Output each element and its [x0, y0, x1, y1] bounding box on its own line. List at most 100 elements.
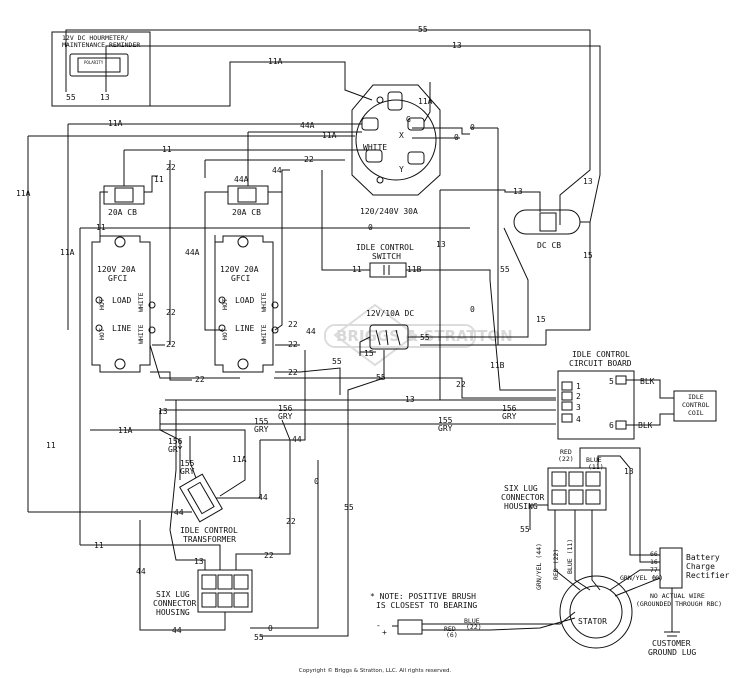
wire-label: 155	[438, 416, 453, 425]
gfci-mid-hot2: HOT	[221, 328, 229, 340]
dc-12v-label: 12V/10A DC	[366, 309, 414, 318]
wire-label: 11	[94, 541, 104, 550]
rectifier-label-2: Charge	[686, 562, 715, 571]
wire-label: 15	[364, 349, 374, 358]
gfci-left-line: LINE	[112, 324, 131, 333]
wire-label: 44	[136, 567, 146, 576]
wire-label: 13	[452, 41, 462, 50]
stator: STATOR	[559, 575, 633, 649]
wire-label: 22	[288, 320, 298, 329]
receptacle-y: Y	[399, 165, 404, 174]
wire-label: 22	[456, 380, 466, 389]
wire-label: 22	[166, 163, 176, 172]
circuit-breaker-mid: 20A CB	[227, 185, 269, 217]
wire-label: (6)	[446, 631, 458, 639]
gfci-mid-gfci: GFCI	[231, 274, 250, 283]
receptacle-x: X	[399, 131, 404, 140]
wire-label: 155	[254, 417, 269, 426]
stator-label: STATOR	[578, 617, 607, 626]
no-wire-line-1: NO ACTUAL WIRE	[650, 592, 705, 600]
gfci-left-load: LOAD	[112, 296, 131, 305]
wire-label: 15	[536, 315, 546, 324]
gfci-mid-hot1: HOT	[221, 298, 229, 310]
wire-label: 55	[418, 25, 428, 34]
transformer-label-1: IDLE CONTROL	[180, 526, 238, 535]
wire-label: 44A	[300, 121, 315, 130]
brush-minus: -	[376, 621, 381, 630]
dc-cb-label: DC CB	[537, 241, 561, 250]
hourmeter: 12V DC HOURMETER/ MAINTENANCE REMINDER P…	[51, 31, 151, 107]
note-line-2: IS CLOSEST TO BEARING	[376, 601, 477, 610]
board-pin-1: 1	[576, 382, 581, 391]
customer-ground-lug: CUSTOMER GROUND LUG	[648, 588, 696, 657]
wire-label: 44	[306, 327, 316, 336]
wire-label: 55	[500, 265, 510, 274]
wire-label: 11	[96, 223, 106, 232]
hourmeter-terminal-13: 13	[100, 93, 110, 102]
wire-label: 156	[502, 404, 517, 413]
wire-label: 11B	[490, 361, 505, 370]
wire-label: 0	[268, 624, 273, 633]
wire-label: BLUE	[464, 617, 480, 625]
board-pin-6: 6	[609, 421, 614, 430]
wire-label: 11A	[16, 189, 31, 198]
no-wire-line-2: (GROUNDED THROUGH RBC)	[636, 600, 722, 608]
hourmeter-title-2: MAINTENANCE REMINDER	[62, 41, 140, 49]
wire-label: 0	[454, 133, 459, 142]
wire-label: 55	[376, 373, 386, 382]
gfci-left-hot2: HOT	[98, 328, 106, 340]
wire-label: RED	[560, 448, 572, 456]
idle-control-transformer: IDLE CONTROL TRANSFORMER	[179, 473, 238, 544]
wire-label: (22)	[558, 455, 574, 463]
wire-label: 44A	[185, 248, 200, 257]
ground-lug-label-2: GROUND LUG	[648, 648, 696, 657]
copyright-notice: Copyright © Briggs & Stratton, LLC. All …	[298, 668, 452, 674]
wire-label: 13	[513, 187, 523, 196]
wire-label: 44	[172, 626, 182, 635]
cb-mid-label: 20A CB	[232, 208, 261, 217]
wire-label: 0	[368, 223, 373, 232]
wire-label: 22	[288, 340, 298, 349]
wires	[27, 29, 674, 637]
hourmeter-terminal-55: 55	[66, 93, 76, 102]
receptacle-white: WHITE	[363, 143, 387, 152]
wire-label: 22	[288, 368, 298, 377]
wire-label: 44A	[234, 175, 249, 184]
wire-label: 155	[180, 459, 195, 468]
idle-board-label-1: IDLE CONTROL	[572, 350, 630, 359]
wire-label: 0	[314, 477, 319, 486]
wire-label: GRN/YEL (0)	[620, 574, 663, 582]
rectifier-label-1: Battery	[686, 553, 720, 562]
gfci-left: 120V 20A GFCI LOAD LINE HOT HOT WHITE WH…	[91, 235, 156, 373]
gfci-mid-line: LINE	[235, 324, 254, 333]
hourmeter-polarity: POLARITY	[84, 60, 104, 65]
wire-label: 44	[272, 166, 282, 175]
transformer-label-2: TRANSFORMER	[183, 535, 236, 544]
gfci-left-white1: WHITE	[137, 292, 145, 312]
wire-label: 22	[166, 308, 176, 317]
wire-label: 13	[194, 557, 204, 566]
wire-label: 11A	[60, 248, 75, 257]
wire-label: 44	[174, 508, 184, 517]
cb-left-label: 20A CB	[108, 208, 137, 217]
wire-label: 13	[405, 395, 415, 404]
gfci-mid-load: LOAD	[235, 296, 254, 305]
idle-switch-label-1: IDLE CONTROL	[356, 243, 414, 252]
wire-label: 11	[46, 441, 56, 450]
wire-label: GRY	[502, 412, 517, 421]
wire-label: 0	[470, 123, 475, 132]
wire-label: 55	[344, 503, 354, 512]
wire-label: 13	[158, 407, 168, 416]
wire-label: GRY	[438, 424, 453, 433]
idle-control-coil: IDLE CONTROL COIL	[673, 390, 717, 422]
wire-label: 22	[195, 375, 205, 384]
wire-label: 11	[162, 145, 172, 154]
wire-label: (11)	[588, 463, 604, 471]
wire-label: 11A	[268, 57, 283, 66]
gfci-left-white2: WHITE	[137, 324, 145, 344]
wire-label: 55	[254, 633, 264, 642]
receptacle-label: 120/240V 30A	[360, 207, 418, 216]
board-pin-2: 2	[576, 392, 581, 401]
wire-label: GRY	[180, 467, 195, 476]
idle-control-circuit-board: IDLE CONTROL CIRCUIT BOARD 1 2 3 4 5 6 B…	[557, 350, 655, 440]
